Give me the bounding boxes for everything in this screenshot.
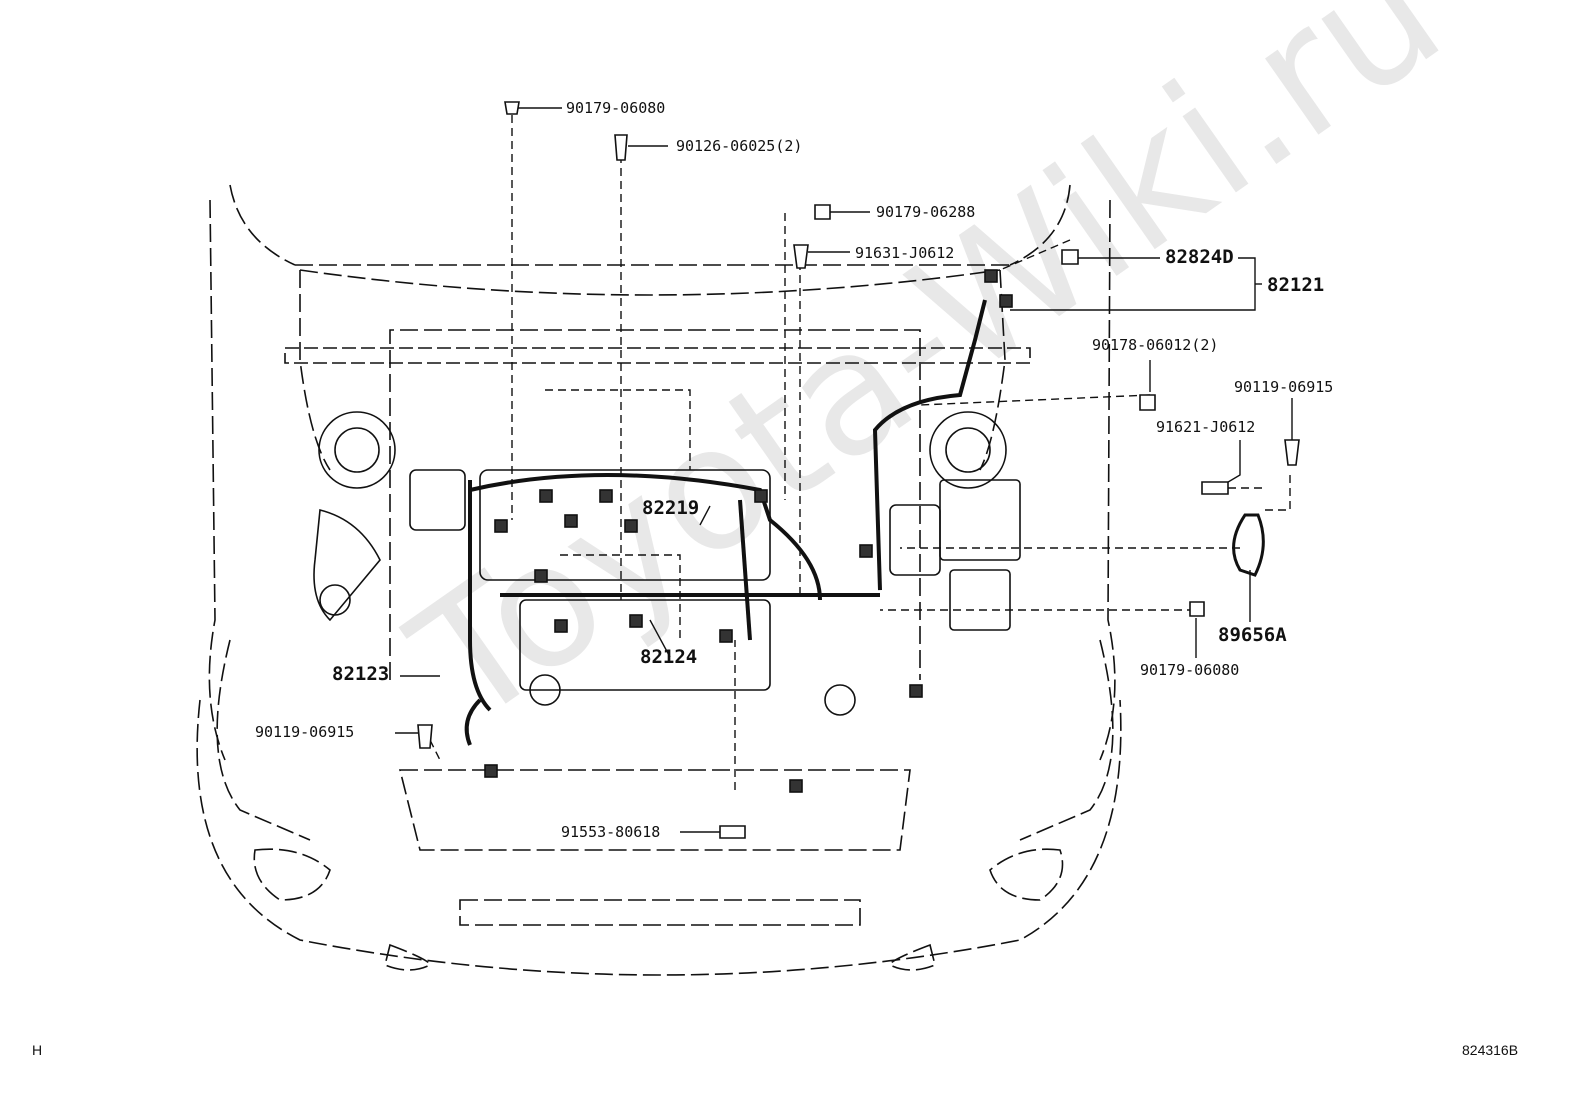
callout-91631-J0612: 91631-J0612 [855,244,955,262]
callout-90119-06915-right: 90119-06915 [1234,378,1334,396]
harness-connectors [484,269,1013,793]
callout-90178-06012: 90178-06012(2) [1092,336,1219,354]
fastener-icons [417,101,1300,839]
callout-90179-06288: 90179-06288 [876,203,976,221]
vehicle-body-outline [196,184,1122,976]
callout-89656A: 89656A [1218,624,1287,646]
leader-lines [429,115,1291,790]
ground-strap-89656A [1232,513,1265,577]
callout-90126-06025: 90126-06025(2) [676,137,803,155]
callout-82124: 82124 [640,646,698,668]
callout-82121: 82121 [1267,274,1325,296]
callout-90179-06080-top: 90179-06080 [566,99,666,117]
strut-tower-left [318,411,396,489]
hood-support-bar [284,347,1031,364]
main-wire-harness [464,299,987,746]
callout-82219: 82219 [642,497,700,519]
callout-90119-06915-left: 90119-06915 [255,723,355,741]
engine-block [313,469,1021,716]
figure-code: 824316B [1462,1042,1519,1058]
strut-tower-right [929,411,1007,489]
callout-90179-06080-bottom: 90179-06080 [1140,661,1240,679]
callout-82824D: 82824D [1165,246,1234,268]
callout-91621-J0612: 91621-J0612 [1156,418,1256,436]
callout-91553-80618: 91553-80618 [561,823,661,841]
footer-left-mark: H [32,1042,43,1058]
callout-82123: 82123 [332,663,390,685]
